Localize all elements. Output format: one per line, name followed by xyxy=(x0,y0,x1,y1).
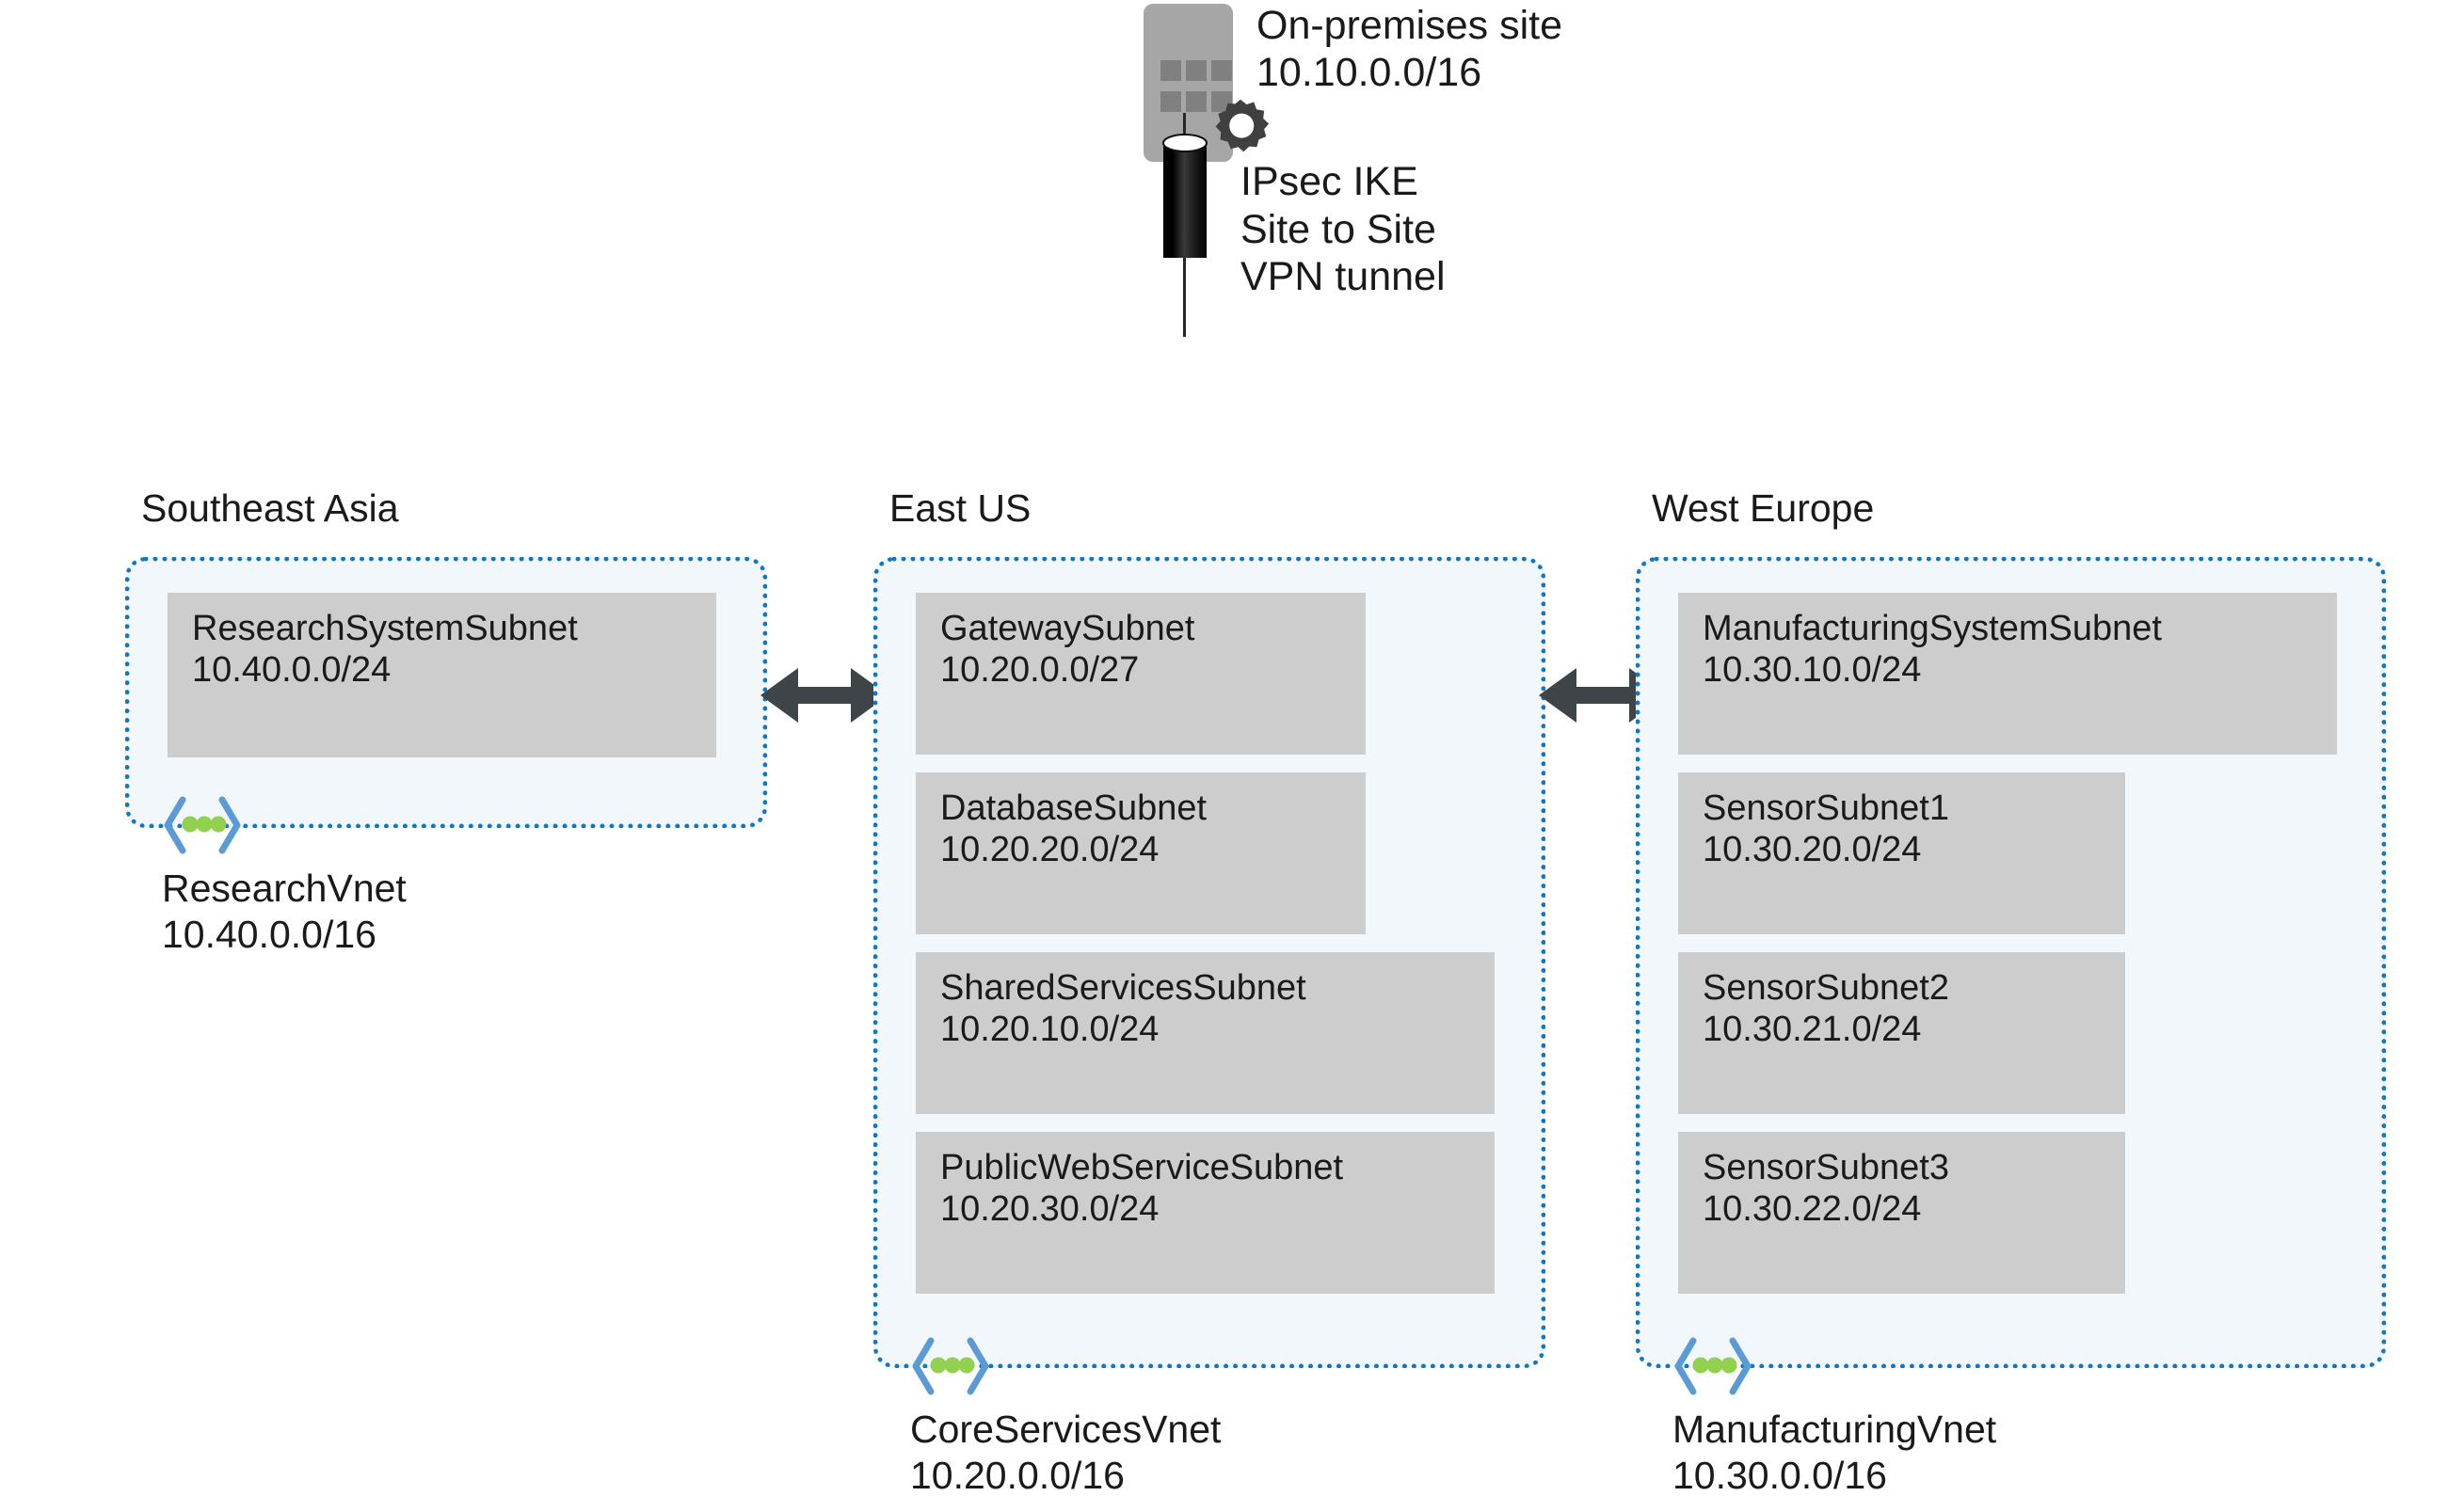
tunnel-line-1: IPsec IKE xyxy=(1240,159,1418,204)
vnet-east-us[interactable]: GatewaySubnet 10.20.0.0/27 DatabaseSubne… xyxy=(873,557,1545,1368)
subnet-shared-services[interactable]: SharedServicesSubnet 10.20.10.0/24 xyxy=(916,952,1495,1114)
vnet-caption-research: ResearchVnet 10.40.0.0/16 xyxy=(162,866,407,958)
subnet-cidr: 10.30.21.0/24 xyxy=(1703,1010,1922,1050)
subnet-public-web-service[interactable]: PublicWebServiceSubnet 10.20.30.0/24 xyxy=(916,1132,1495,1294)
subnet-name: SensorSubnet2 xyxy=(1703,968,1949,1008)
peering-arrow-southeast-asia-east-us xyxy=(760,668,888,723)
subnet-cidr: 10.30.10.0/24 xyxy=(1703,650,1922,691)
subnet-database[interactable]: DatabaseSubnet 10.20.20.0/24 xyxy=(916,772,1366,934)
peering-arrow-east-us-west-europe xyxy=(1539,668,1667,723)
on-premises-site-group: On-premises site 10.10.0.0/16 xyxy=(1144,2,1802,173)
vnet-west-europe[interactable]: ManufacturingSystemSubnet 10.30.10.0/24 … xyxy=(1636,557,2386,1368)
vnet-chevron-dots-icon xyxy=(912,1337,989,1395)
vnet-name: ManufacturingVnet xyxy=(1672,1408,1997,1451)
subnet-gateway[interactable]: GatewaySubnet 10.20.0.0/27 xyxy=(916,593,1366,755)
subnet-research-system[interactable]: ResearchSystemSubnet 10.40.0.0/24 xyxy=(168,593,716,757)
building-window xyxy=(1160,60,1181,81)
tunnel-line-3: VPN tunnel xyxy=(1240,254,1446,300)
subnet-cidr: 10.20.0.0/27 xyxy=(940,650,1140,691)
subnet-name: SensorSubnet3 xyxy=(1703,1148,1949,1187)
subnet-sensor-1[interactable]: SensorSubnet1 10.30.20.0/24 xyxy=(1678,772,2125,934)
region-label-southeast-asia: Southeast Asia xyxy=(141,486,399,530)
vnet-name: CoreServicesVnet xyxy=(910,1408,1222,1451)
subnet-cidr: 10.30.22.0/24 xyxy=(1703,1189,1922,1230)
subnet-name: PublicWebServiceSubnet xyxy=(940,1148,1344,1187)
building-window xyxy=(1211,60,1232,81)
vnet-chevron-dots-icon xyxy=(1674,1337,1752,1395)
building-window xyxy=(1186,60,1207,81)
subnet-cidr: 10.20.30.0/24 xyxy=(940,1189,1160,1230)
subnet-name: SensorSubnet1 xyxy=(1703,788,1949,828)
vnet-cidr: 10.20.0.0/16 xyxy=(910,1453,1125,1496)
subnet-cidr: 10.20.20.0/24 xyxy=(940,830,1160,870)
vnet-cidr: 10.40.0.0/16 xyxy=(162,912,376,956)
vpn-tunnel-cylinder-icon xyxy=(1162,134,1208,258)
subnet-name: SharedServicesSubnet xyxy=(940,968,1306,1008)
building-window xyxy=(1186,91,1207,112)
subnet-cidr: 10.40.0.0/24 xyxy=(192,650,392,691)
subnet-cidr: 10.30.20.0/24 xyxy=(1703,830,1922,870)
building-window xyxy=(1160,91,1181,112)
vpn-tunnel-label: IPsec IKE Site to Site VPN tunnel xyxy=(1240,158,1446,301)
subnet-name: ManufacturingSystemSubnet xyxy=(1703,609,2162,648)
gear-icon xyxy=(1215,99,1270,152)
vnet-name: ResearchVnet xyxy=(162,867,407,910)
subnet-manufacturing-system[interactable]: ManufacturingSystemSubnet 10.30.10.0/24 xyxy=(1678,593,2337,755)
vnet-caption-manufacturing: ManufacturingVnet 10.30.0.0/16 xyxy=(1672,1407,1996,1496)
tunnel-line-2: Site to Site xyxy=(1240,206,1436,252)
vnet-southeast-asia[interactable]: ResearchSystemSubnet 10.40.0.0/24 xyxy=(125,557,767,828)
subnet-sensor-2[interactable]: SensorSubnet2 10.30.21.0/24 xyxy=(1678,952,2125,1114)
vnet-caption-core-services: CoreServicesVnet 10.20.0.0/16 xyxy=(910,1407,1221,1496)
vnet-cidr: 10.30.0.0/16 xyxy=(1672,1453,1887,1496)
subnet-cidr: 10.20.10.0/24 xyxy=(940,1010,1160,1050)
subnet-sensor-3[interactable]: SensorSubnet3 10.30.22.0/24 xyxy=(1678,1132,2125,1294)
on-premises-cidr: 10.10.0.0/16 xyxy=(1256,50,1482,96)
subnet-name: ResearchSystemSubnet xyxy=(192,609,578,648)
region-label-east-us: East US xyxy=(889,486,1032,530)
vnet-chevron-dots-icon xyxy=(164,796,241,854)
on-premises-label: On-premises site 10.10.0.0/16 xyxy=(1256,2,1562,97)
subnet-name: GatewaySubnet xyxy=(940,609,1195,648)
on-premises-name: On-premises site xyxy=(1256,3,1562,48)
subnet-name: DatabaseSubnet xyxy=(940,788,1208,828)
region-label-west-europe: West Europe xyxy=(1652,486,1875,530)
